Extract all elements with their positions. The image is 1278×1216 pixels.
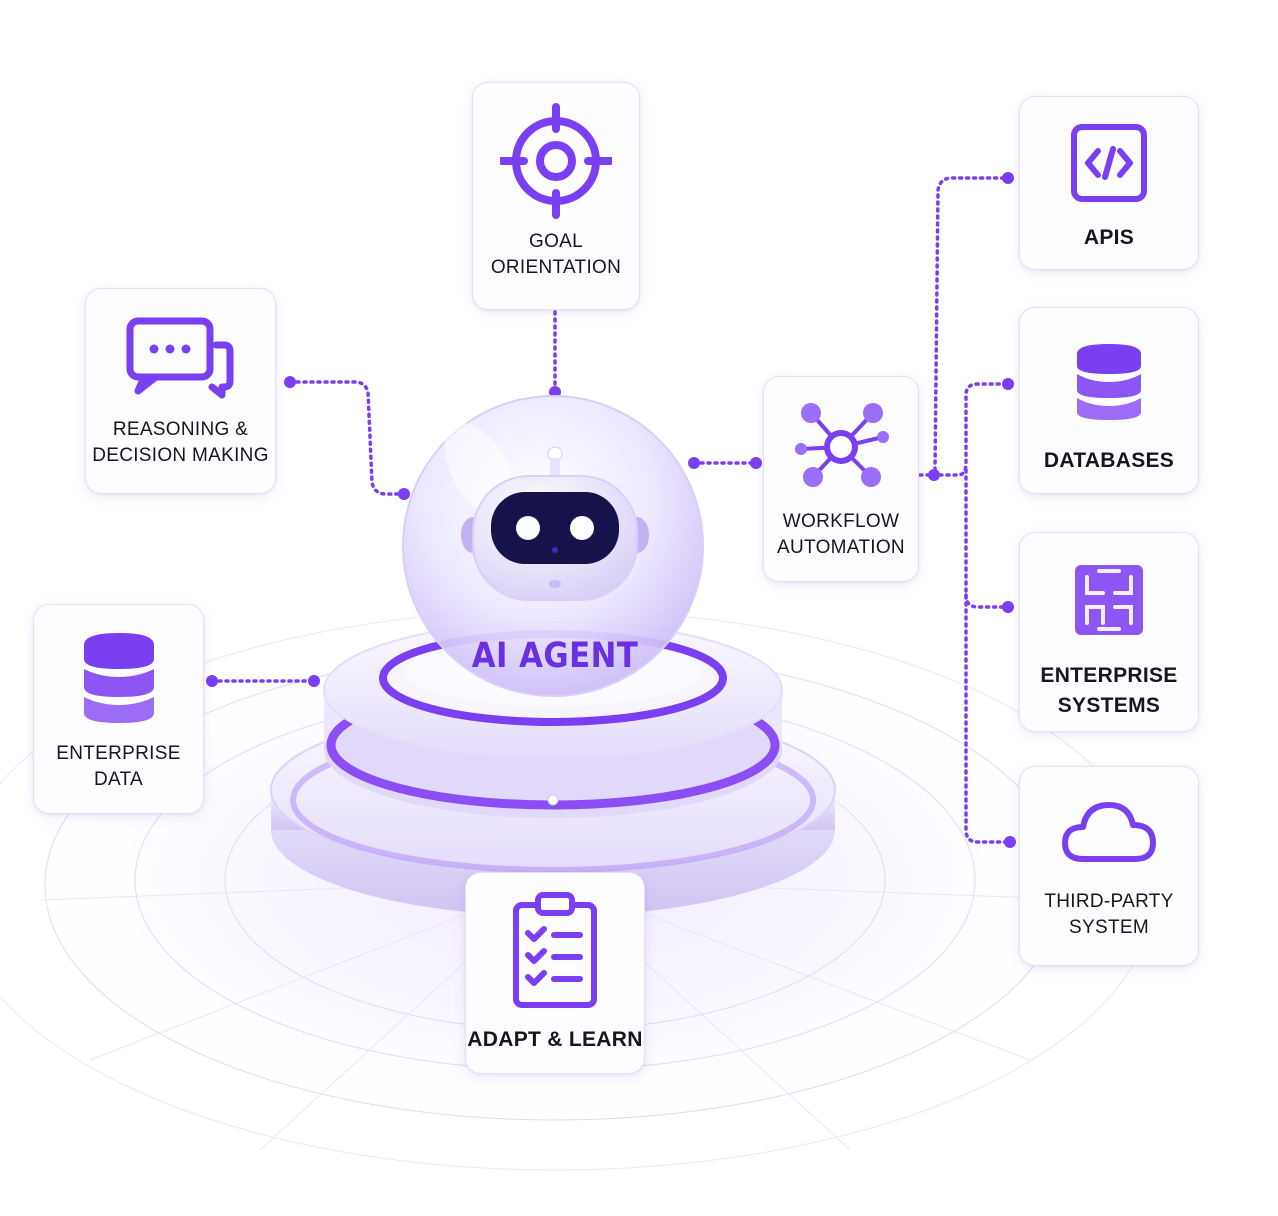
workflow-label: WORKFLOW AUTOMATION [777, 511, 905, 558]
goal-orientation-label: GOAL ORIENTATION [490, 231, 622, 278]
chat-bubbles-icon [126, 317, 233, 399]
card-enterprise-data[interactable]: ENTERPRISE DATA [33, 604, 204, 814]
code-brackets-icon [1071, 124, 1147, 202]
card-adapt-learn[interactable]: ADAPT & LEARN [465, 872, 645, 1074]
cloud-icon [1062, 802, 1156, 862]
card-apis[interactable]: APIS [1019, 96, 1199, 270]
agent-title: AI AGENT [471, 636, 639, 676]
third-party-label: THIRD-PARTY SYSTEM [1044, 891, 1174, 938]
adapt-learn-label: ADAPT & LEARN [467, 1028, 643, 1051]
database-icon [83, 633, 154, 723]
database-icon [1077, 344, 1141, 420]
card-databases[interactable]: DATABASES [1019, 307, 1199, 494]
apis-label: APIS [1083, 226, 1135, 249]
card-reasoning-decision-making[interactable]: REASONING & DECISION MAKING [85, 288, 276, 494]
enterprise-data-label: ENTERPRISE DATA [56, 743, 181, 790]
databases-label: DATABASES [1043, 449, 1175, 472]
enterprise-systems-label: ENTERPRISE SYSTEMS [1040, 664, 1178, 717]
crosshair-target-icon [500, 103, 612, 219]
card-enterprise-systems[interactable]: ENTERPRISE SYSTEMS [1019, 532, 1199, 732]
card-goal-orientation[interactable]: GOAL ORIENTATION [472, 82, 640, 310]
reasoning-label: REASONING & DECISION MAKING [92, 419, 269, 466]
card-third-party-system[interactable]: THIRD-PARTY SYSTEM [1019, 766, 1199, 966]
clipboard-checklist-icon [513, 892, 597, 1008]
network-nodes-icon [795, 403, 889, 487]
system-blocks-icon [1075, 565, 1143, 635]
robot-icon [461, 446, 649, 601]
card-workflow-automation[interactable]: WORKFLOW AUTOMATION [763, 376, 919, 582]
